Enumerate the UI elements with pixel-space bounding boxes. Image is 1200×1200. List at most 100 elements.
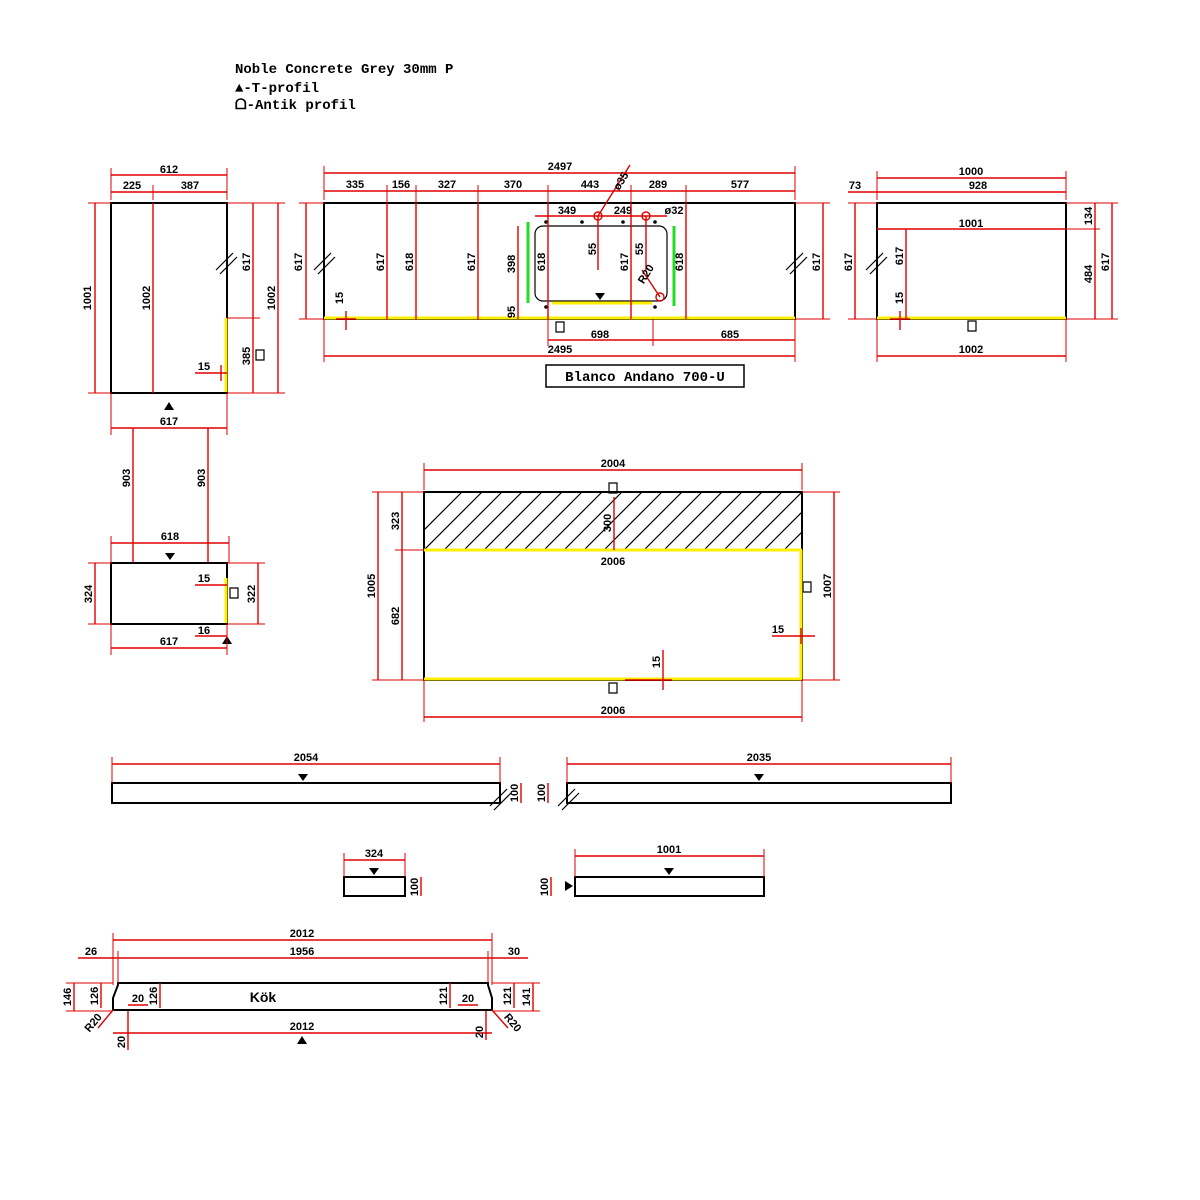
t-profile-icon: [565, 881, 573, 891]
dim-text: 1002: [266, 286, 278, 310]
dim-text: 15: [772, 624, 784, 636]
t-profile-icon: [297, 1036, 307, 1044]
dim-text: 1000: [959, 166, 983, 178]
t-profile-icon: [595, 293, 605, 300]
dim-text: 577: [731, 179, 749, 191]
dim-text: 1002: [141, 286, 153, 310]
dim-text: 617: [811, 253, 823, 271]
dim-text: 617: [619, 253, 631, 271]
piece-a: 612 225 387 1001 1002 617 1002 385 15 61…: [82, 164, 285, 565]
dim-text: 398: [506, 255, 518, 273]
piece-c-outline: [323, 202, 796, 320]
sink-cutout: [534, 225, 668, 302]
dim-text: 55: [634, 243, 646, 255]
dim-text: 349: [558, 205, 576, 217]
dim-text: 335: [346, 179, 364, 191]
dim-text: 322: [246, 585, 258, 603]
dim-text: 682: [390, 607, 402, 625]
dim-text: 146: [62, 988, 74, 1006]
dim-text: 617: [1100, 253, 1112, 271]
dim-text: 1001: [959, 218, 983, 230]
strip-outline: [111, 782, 501, 804]
dim-text: 617: [160, 416, 178, 428]
dim-text: 126: [89, 987, 101, 1005]
antik-profile-legend: ᗝ-Antik profil: [235, 98, 356, 114]
dim-text: 20: [132, 993, 144, 1005]
dim-text: 55: [587, 243, 599, 255]
kitchen-outline: [112, 982, 493, 1011]
strip-f2: 2035 100: [536, 752, 952, 811]
dim-text: 1001: [82, 286, 94, 310]
dim-text: 100: [539, 878, 551, 896]
dim-text: 685: [721, 329, 739, 341]
dim-text: 1007: [822, 574, 834, 598]
dim-text: 617: [466, 253, 478, 271]
dim-text: 141: [521, 988, 533, 1006]
dim-text: 15: [651, 656, 663, 668]
dim-text: 300: [602, 514, 614, 532]
dim-text: 324: [83, 584, 95, 603]
dim-text: 15: [334, 292, 346, 304]
dim-text: 100: [536, 784, 548, 802]
strip-outline: [574, 876, 765, 897]
dim-text: 484: [1083, 264, 1095, 283]
strip-g1: 324 100: [343, 848, 422, 897]
dim-text: 2035: [747, 752, 771, 764]
dim-text: 618: [536, 253, 548, 271]
dim-text: ø32: [665, 205, 684, 217]
antik-profile-icon: [255, 349, 265, 361]
dim-text: 327: [438, 179, 456, 191]
t-profile-legend: ▲-T-profil: [235, 81, 320, 97]
antik-profile-icon: [608, 482, 618, 494]
t-profile-icon: [664, 868, 674, 875]
dim-text: 20: [462, 993, 474, 1005]
antik-profile-icon: [608, 682, 618, 694]
strip-outline: [566, 782, 952, 804]
antik-profile-icon: [555, 321, 565, 333]
piece-e: 2004 300 2006 1005 323 682 1007 15 15 20…: [366, 458, 840, 722]
dim-text: 903: [196, 469, 208, 487]
piece-d: 1000 73 928 1001 134 617 617 484 617 15 …: [843, 166, 1118, 362]
dim-text: 617: [894, 247, 906, 265]
piece-d-outline: [876, 202, 1067, 320]
dim-text: 443: [581, 179, 599, 191]
dim-text: 26: [85, 946, 97, 958]
strip-g2: 1001 100: [539, 844, 765, 897]
dim-text: 324: [365, 848, 384, 860]
strip-f1: 2054 100: [111, 752, 522, 811]
dim-text: 618: [161, 531, 179, 543]
dim-text: 289: [649, 179, 667, 191]
dim-text: 370: [504, 179, 522, 191]
dim-text: 73: [849, 180, 861, 192]
t-profile-icon: [754, 774, 764, 781]
sink-model-label: Blanco Andano 700-U: [565, 370, 725, 386]
dim-text: R20: [83, 1011, 105, 1034]
dim-text: 249: [614, 205, 632, 217]
piece-e-outline: [423, 491, 803, 681]
dim-text: 134: [1083, 206, 1095, 225]
dim-text: 617: [293, 253, 305, 271]
dim-text: 1002: [959, 344, 983, 356]
dim-text: 617: [241, 253, 253, 271]
dim-text: 95: [506, 306, 518, 318]
dim-text: 928: [969, 180, 987, 192]
dim-text: 15: [894, 292, 906, 304]
dim-text: 121: [502, 987, 514, 1005]
dim-text: 156: [392, 179, 410, 191]
kitchen-label: Kök: [250, 989, 277, 1005]
dim-text: 16: [198, 625, 210, 637]
dim-text: 121: [438, 987, 450, 1005]
dim-text: 225: [123, 180, 141, 192]
dim-text: 2006: [601, 705, 625, 717]
dim-text: 2495: [548, 344, 572, 356]
dim-text: 15: [198, 361, 210, 373]
dim-text: 1005: [366, 574, 378, 598]
dim-text: 2012: [290, 928, 314, 940]
dim-text: 2004: [601, 458, 626, 470]
dim-text: 2006: [601, 556, 625, 568]
antik-profile-icon: [802, 581, 812, 593]
dim-text: 2497: [548, 161, 572, 173]
piece-a-outline: [110, 202, 228, 394]
dim-text: 618: [674, 253, 686, 271]
